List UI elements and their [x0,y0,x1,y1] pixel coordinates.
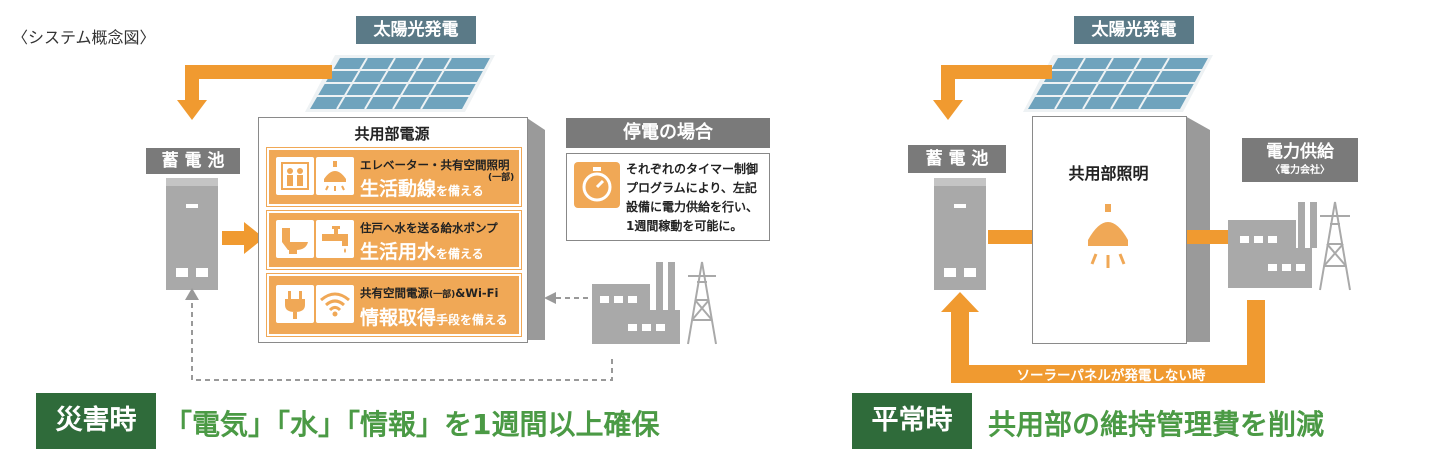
row1-note: (一部) [488,173,515,183]
left-diagram-graphics [166,55,717,381]
power-supply-label: 電力供給 〈電力会社〉 [1242,138,1358,182]
row2-headline: 生活用水を備える [360,241,484,263]
solar-label-right: 太陽光発電 [1074,16,1194,44]
battery-icon [166,178,218,290]
power-plug-icon [274,283,316,325]
solar-panel-icon [305,55,495,112]
right-diagram-graphics [933,55,1351,383]
power-plant-icon-right [1228,201,1351,291]
ceiling-light-icon [314,155,356,197]
row2-description: 住戸へ水を送る給水ポンプ [360,221,498,235]
normal-label: 平常時 [852,393,972,449]
power-plant-icon [592,261,717,345]
normal-headline: 共用部の維持管理費を削減 [988,408,1325,441]
row3-headline: 情報取得手段を備える [360,307,508,329]
outage-description: それぞれのタイマー制御 プログラムにより、左記 設備に電力供給を行い、 1週間稼… [626,162,759,233]
solar-panel-icon-right [1023,55,1213,112]
ceiling-light-icon-right [1088,204,1128,268]
battery-label: 蓄 電 池 [146,148,240,174]
elevator-icon [274,155,316,197]
building-title-right: 共用部照明 [1068,164,1149,183]
row1-headline: 生活動線を備える [360,178,484,200]
row3-description: 共有空間電源(一部)&Wi-Fi [360,286,499,300]
wifi-icon [314,283,356,325]
solar-fallback-text: ソーラーパネルが発電しない時 [1016,368,1206,384]
battery-icon-right [934,178,986,290]
disaster-label: 災害時 [36,393,156,449]
faucet-icon [314,218,356,260]
diagram-caption: 〈システム概念図〉 [12,28,156,47]
row1-description: エレベーター・共有空間照明 [360,158,510,172]
toilet-icon [274,218,316,260]
timer-icon [574,162,620,208]
solar-label: 太陽光発電 [356,16,476,44]
disaster-headline: 「電気」「水」「情報」を1週間以上確保 [164,408,660,441]
battery-label-right: 蓄 電 池 [908,145,1006,173]
building-title: 共用部電源 [354,125,430,143]
outage-title: 停電の場合 [566,118,770,148]
